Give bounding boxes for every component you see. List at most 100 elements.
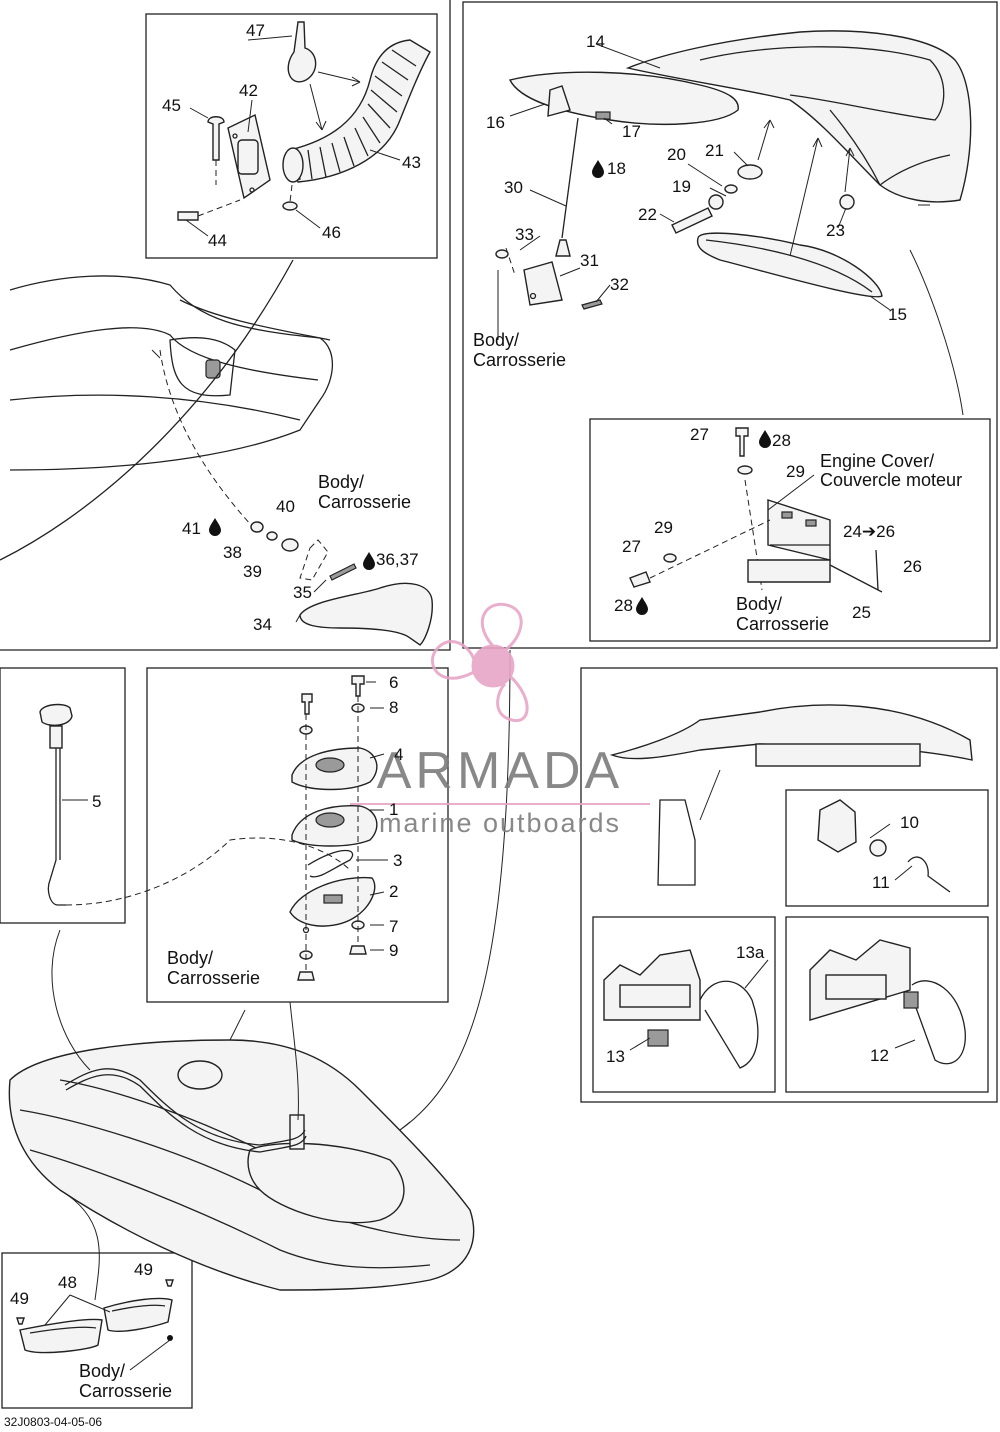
body-label-line1-e: Body/ (79, 1361, 125, 1381)
callout-41: 41 (182, 519, 201, 538)
callout-38: 38 (223, 543, 242, 562)
dipstick-box (0, 667, 126, 924)
body-label-line1-b: Body/ (473, 330, 519, 350)
callout-49-right: 49 (134, 1260, 153, 1279)
callout-28-top: 28 (772, 431, 791, 450)
callout-24-26: 24➔26 (843, 522, 895, 541)
callout-15: 15 (888, 305, 907, 324)
callout-25: 25 (852, 603, 871, 622)
body-label-line2-c: Carrosserie (736, 614, 829, 634)
seat-storage-panel (462, 1, 998, 649)
oil-drop-icon-41 (209, 518, 221, 536)
seat-body-sketch (0, 259, 333, 561)
callout-30: 30 (504, 178, 523, 197)
body-label-line1-c: Body/ (736, 594, 782, 614)
propeller-logo (430, 602, 529, 723)
callout-17: 17 (622, 122, 641, 141)
engine-mount-box (146, 667, 449, 1003)
callout-36-37: 36,37 (376, 550, 419, 569)
callout-4: 4 (394, 745, 403, 764)
engine-cover-hinge (629, 427, 883, 593)
glove-boxes (16, 1279, 174, 1371)
callout-27-top: 27 (690, 425, 709, 444)
callout-39: 39 (243, 562, 262, 581)
boat-hull (8, 649, 511, 1301)
air-vent-inset-box (145, 13, 438, 259)
bracket-box-12 (785, 916, 989, 1093)
callout-31: 31 (580, 251, 599, 270)
vent-hose (282, 39, 431, 183)
air-vent-assembly (177, 21, 431, 221)
harness-support-panel (580, 667, 998, 1103)
callout-leaders (185, 35, 916, 1051)
callout-29-left: 29 (654, 518, 673, 537)
callout-28-left: 28 (614, 596, 633, 615)
callout-3: 3 (393, 851, 402, 870)
engine-cover-hinge-box (589, 418, 991, 642)
propeller-blade-right (496, 674, 529, 723)
body-label-line2-d: Carrosserie (167, 968, 260, 988)
callout-12: 12 (870, 1046, 889, 1065)
clip-box (785, 789, 989, 907)
propeller-blade-top (480, 602, 523, 652)
callout-32: 32 (610, 275, 629, 294)
callout-5: 5 (92, 792, 101, 811)
callout-48: 48 (58, 1273, 77, 1292)
armada-watermark: ARMADA marine outboards (350, 602, 650, 838)
callout-10: 10 (900, 813, 919, 832)
body-label-line2-e: Carrosserie (79, 1381, 172, 1401)
oil-drop-icon-36 (363, 552, 375, 570)
callout-13: 13 (606, 1047, 625, 1066)
callout-47: 47 (246, 21, 265, 40)
callout-21: 21 (705, 141, 724, 160)
callout-33: 33 (515, 225, 534, 244)
glove-box-box (1, 1252, 193, 1409)
callout-6: 6 (389, 673, 398, 692)
body-label-line2-b: Carrosserie (473, 350, 566, 370)
callout-20: 20 (667, 145, 686, 164)
callout-labels: 47 45 42 4 3 46 44 41 40 38 39 35 36,37 3… (4, 21, 962, 1429)
bracket-box-13 (592, 916, 776, 1093)
callout-46: 46 (322, 223, 341, 242)
oil-drop-icon-18 (592, 160, 604, 178)
callout-35: 35 (293, 583, 312, 602)
document-id: 32J0803-04-05-06 (4, 1415, 102, 1429)
propeller-blade-left (430, 640, 476, 680)
watermark-subtitle: marine outboards (379, 808, 621, 838)
callout-45: 45 (162, 96, 181, 115)
callout-26: 26 (903, 557, 922, 576)
body-label-line1-a: Body/ (318, 472, 364, 492)
propeller-hub (471, 644, 515, 688)
dipstick (39, 703, 351, 906)
oil-drop-icon-28-left (636, 597, 648, 615)
body-label-line1-d: Body/ (167, 948, 213, 968)
handle-assembly (250, 521, 433, 646)
callout-44: 44 (208, 231, 227, 250)
callout-42: 42 (239, 81, 258, 100)
callout-13a: 13a (736, 943, 765, 962)
callout-16: 16 (486, 113, 505, 132)
oil-drop-icon-28-top (759, 430, 771, 448)
harness-support (603, 704, 973, 1069)
callout-49-left: 49 (10, 1289, 29, 1308)
callout-2: 2 (389, 882, 398, 901)
callout-14: 14 (586, 32, 605, 51)
callout-1: 1 (389, 800, 398, 819)
callout-27-left: 27 (622, 537, 641, 556)
callout-34: 34 (253, 615, 272, 634)
callout-22: 22 (638, 205, 657, 224)
watermark-title: ARMADA (377, 742, 623, 800)
engine-mount (289, 675, 378, 981)
callout-40: 40 (276, 497, 295, 516)
body-label-line2-a: Carrosserie (318, 492, 411, 512)
engine-cover-label-line1: Engine Cover/ (820, 451, 934, 471)
callout-7: 7 (389, 917, 398, 936)
callout-9: 9 (389, 941, 398, 960)
callout-8: 8 (389, 698, 398, 717)
callout-29-top: 29 (786, 462, 805, 481)
engine-cover-label-line2: Couvercle moteur (820, 470, 962, 490)
callout-23: 23 (826, 221, 845, 240)
callout-19: 19 (672, 177, 691, 196)
